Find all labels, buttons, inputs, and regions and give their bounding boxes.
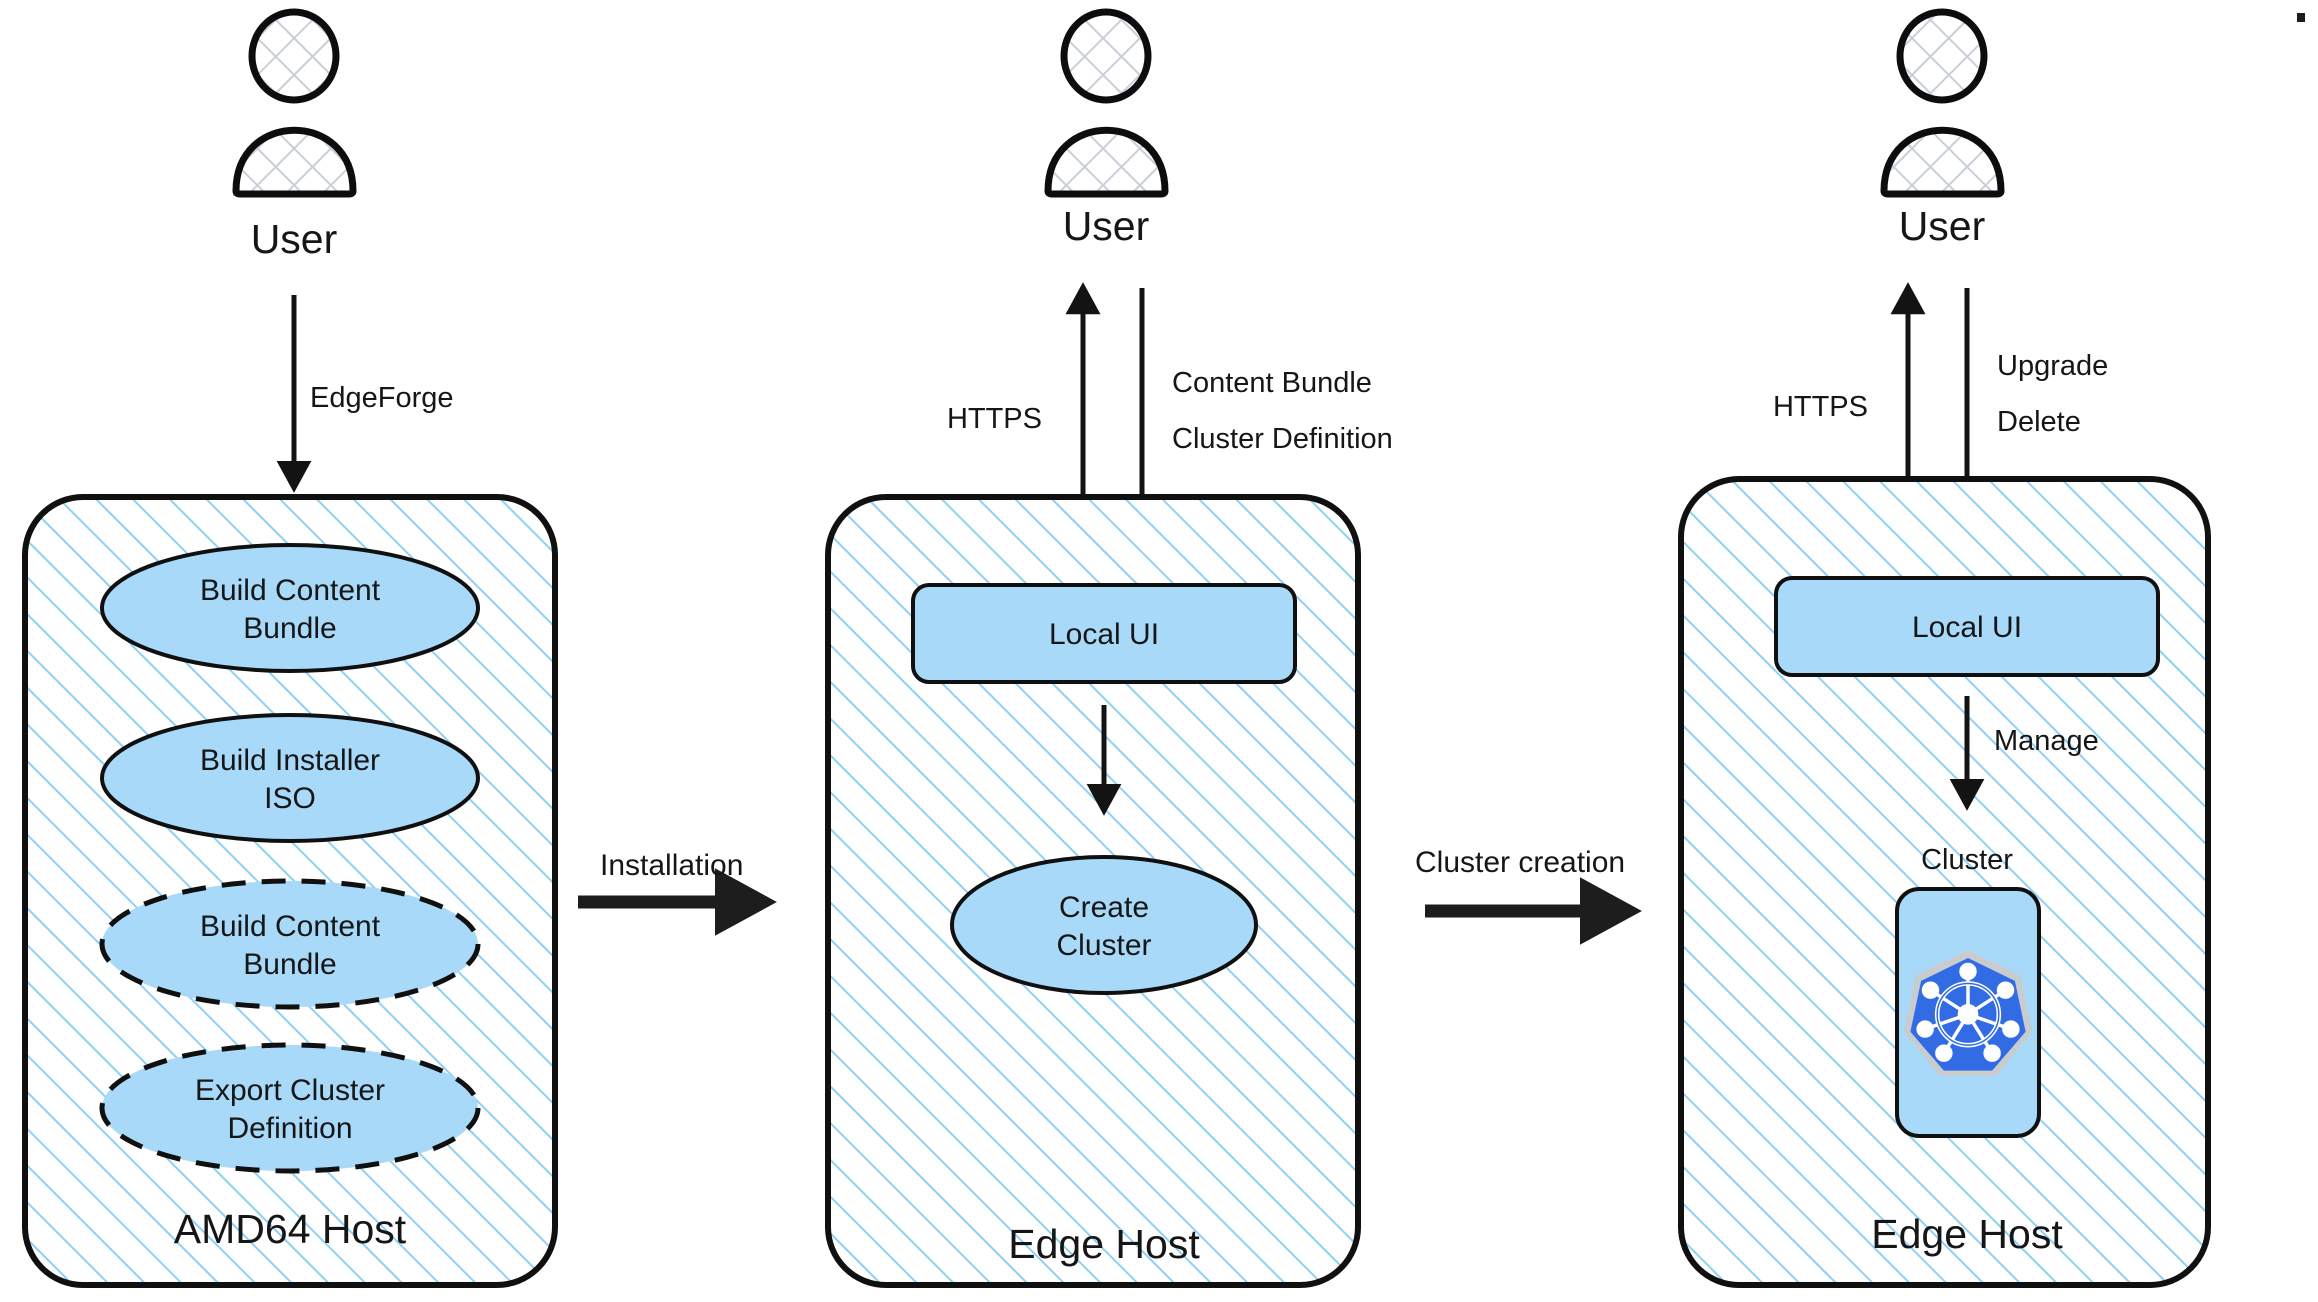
edge-host-label-2: Edge Host <box>1008 1221 1200 1267</box>
cluster-caption-label: Cluster <box>1921 844 2013 876</box>
node-label-line2: ISO <box>264 782 316 815</box>
cluster-creation-label: Cluster creation <box>1415 846 1625 879</box>
node-local-ui-3[interactable] <box>1774 576 2160 677</box>
installation-label: Installation <box>600 849 743 882</box>
user-label-1: User <box>251 216 338 262</box>
edgeforge-arrow-label: EdgeForge <box>310 382 454 414</box>
content-bundle-label: Content Bundle <box>1172 367 1372 399</box>
delete-label: Delete <box>1997 406 2081 438</box>
node-label-line1: Build Content <box>200 910 381 943</box>
node-label-line1: Export Cluster <box>195 1074 385 1107</box>
kubernetes-icon <box>1903 950 2033 1076</box>
manage-label: Manage <box>1994 725 2099 757</box>
stage-2-group: User HTTPS Content Bundle Cluster Defini… <box>825 8 1393 1288</box>
node-build-installer-iso[interactable] <box>100 713 480 843</box>
user-label-2: User <box>1063 203 1150 249</box>
local-ui-label-3: Local UI <box>1912 611 2022 644</box>
user-figure-1 <box>232 8 357 198</box>
create-cluster-label-line2: Cluster <box>1056 929 1151 962</box>
local-ui-label-2: Local UI <box>1049 618 1159 651</box>
node-label-line1: Build Content <box>200 574 381 607</box>
user-figure-3 <box>1880 8 2005 198</box>
edge-host-box-3 <box>1678 476 2211 1288</box>
stage-1-group: User EdgeForge Build Content Bundle Buil… <box>22 8 558 1288</box>
stray-dot-artifact <box>2297 13 2305 22</box>
cluster-definition-label: Cluster Definition <box>1172 423 1393 455</box>
node-label-line1: Build Installer <box>200 744 380 777</box>
stage-3-group: User HTTPS Upgrade Delete Local UI Manag… <box>1678 8 2211 1288</box>
transition-installation-group: Installation <box>578 849 777 936</box>
https-label-2: HTTPS <box>947 403 1042 435</box>
edge-host-label-3: Edge Host <box>1871 1211 2063 1257</box>
node-label-line2: Bundle <box>243 612 336 645</box>
amd64-host-label: AMD64 Host <box>174 1206 407 1252</box>
node-create-cluster[interactable] <box>950 855 1258 995</box>
transition-cluster-creation-group: Cluster creation <box>1415 846 1642 945</box>
node-build-content-bundle-1[interactable] <box>100 543 480 673</box>
node-export-cluster-definition[interactable] <box>99 1042 481 1174</box>
user-figure-2 <box>1044 8 1169 198</box>
node-label-line2: Bundle <box>243 948 336 981</box>
user-label-3: User <box>1899 203 1986 249</box>
https-label-3: HTTPS <box>1773 391 1868 423</box>
create-cluster-label-line1: Create <box>1059 891 1149 924</box>
node-local-ui-2[interactable] <box>911 583 1297 684</box>
node-build-content-bundle-2[interactable] <box>99 878 481 1010</box>
upgrade-label: Upgrade <box>1997 350 2108 382</box>
node-label-line2: Definition <box>227 1112 352 1145</box>
